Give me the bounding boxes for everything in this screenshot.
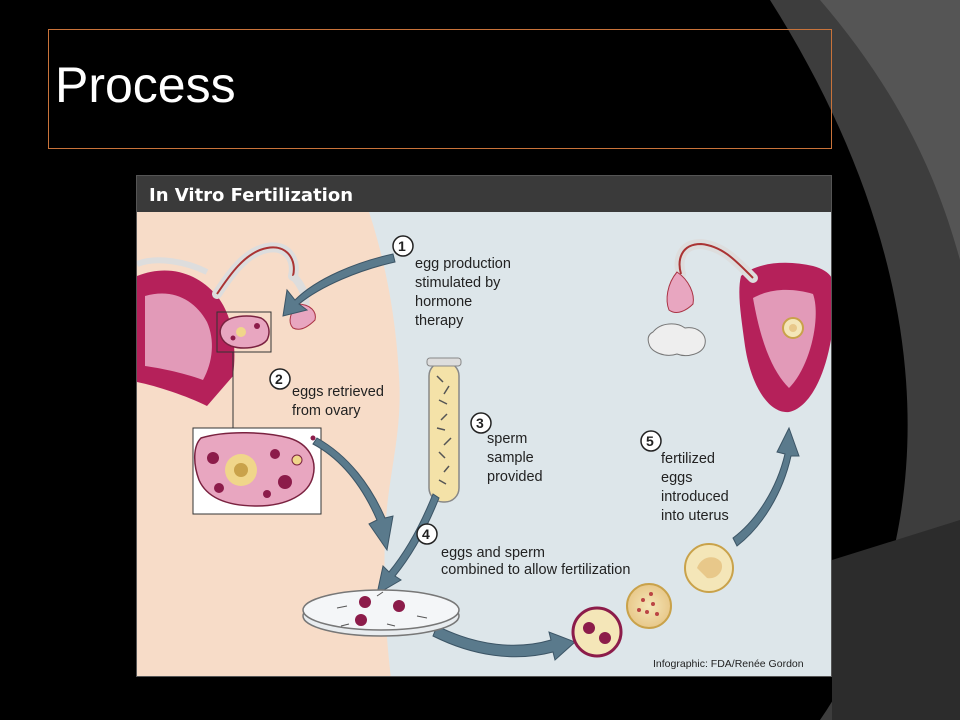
step-3-label: 3 sperm sample provided — [470, 412, 543, 485]
svg-text:provided: provided — [487, 469, 543, 485]
ovary-zoom-box — [216, 311, 272, 353]
svg-text:5: 5 — [646, 433, 654, 449]
arrow-to-embryos — [432, 625, 576, 661]
svg-text:3: 3 — [476, 415, 484, 431]
svg-text:eggs: eggs — [661, 470, 692, 486]
svg-text:introduced: introduced — [661, 489, 729, 505]
svg-text:hormone: hormone — [415, 294, 472, 310]
title-placeholder[interactable]: Process — [48, 29, 832, 149]
svg-text:combined to allow fertilizatio: combined to allow fertilization — [441, 562, 630, 578]
svg-text:2: 2 — [275, 371, 283, 387]
svg-text:fertilized: fertilized — [661, 451, 715, 467]
petri-dish — [302, 589, 460, 637]
embryo-stages — [571, 543, 734, 658]
background-swoosh-dark — [820, 0, 960, 260]
embryo-two-cell — [571, 606, 623, 658]
svg-text:sperm: sperm — [487, 431, 527, 447]
svg-text:eggs and sperm: eggs and sperm — [441, 545, 545, 561]
step-2-label: 2 eggs retrieved from ovary — [269, 368, 384, 419]
process-arrows — [282, 253, 800, 661]
svg-text:4: 4 — [422, 526, 430, 542]
figure-header-bar — [137, 176, 831, 212]
step-1-label: 1 egg production stimulated by hormone t… — [392, 235, 511, 329]
figure-credit: Infographic: FDA/Renée Gordon — [653, 658, 804, 670]
arrow-step-1 — [282, 253, 396, 317]
ivf-infographic-svg: In Vitro Fertilization — [137, 176, 831, 676]
svg-text:stimulated by: stimulated by — [415, 275, 501, 291]
svg-text:1: 1 — [398, 238, 406, 254]
svg-text:sample: sample — [487, 450, 534, 466]
magnified-ovary — [192, 427, 322, 515]
svg-text:therapy: therapy — [415, 313, 464, 329]
arrow-step-5 — [732, 426, 800, 547]
figure-title: In Vitro Fertilization — [149, 185, 353, 206]
sperm-test-tube — [426, 357, 462, 503]
embryo-morula — [626, 583, 672, 629]
svg-text:egg production: egg production — [415, 256, 511, 272]
left-uterus-illustration — [137, 242, 316, 430]
background-band — [832, 520, 960, 720]
step-5-label: 5 fertilized eggs introduced into uterus — [640, 430, 729, 524]
arrow-step-2 — [312, 437, 394, 552]
arrow-step-3 — [376, 493, 440, 596]
svg-text:from ovary: from ovary — [292, 403, 361, 419]
svg-text:into uterus: into uterus — [661, 508, 729, 524]
svg-text:eggs retrieved: eggs retrieved — [292, 384, 384, 400]
ivf-infographic: In Vitro Fertilization — [136, 175, 832, 677]
slide-title: Process — [55, 57, 236, 113]
right-ovary — [647, 323, 706, 357]
right-uterus-illustration — [647, 238, 831, 413]
step-4-label: 4 eggs and sperm combined to allow ferti… — [416, 523, 630, 578]
